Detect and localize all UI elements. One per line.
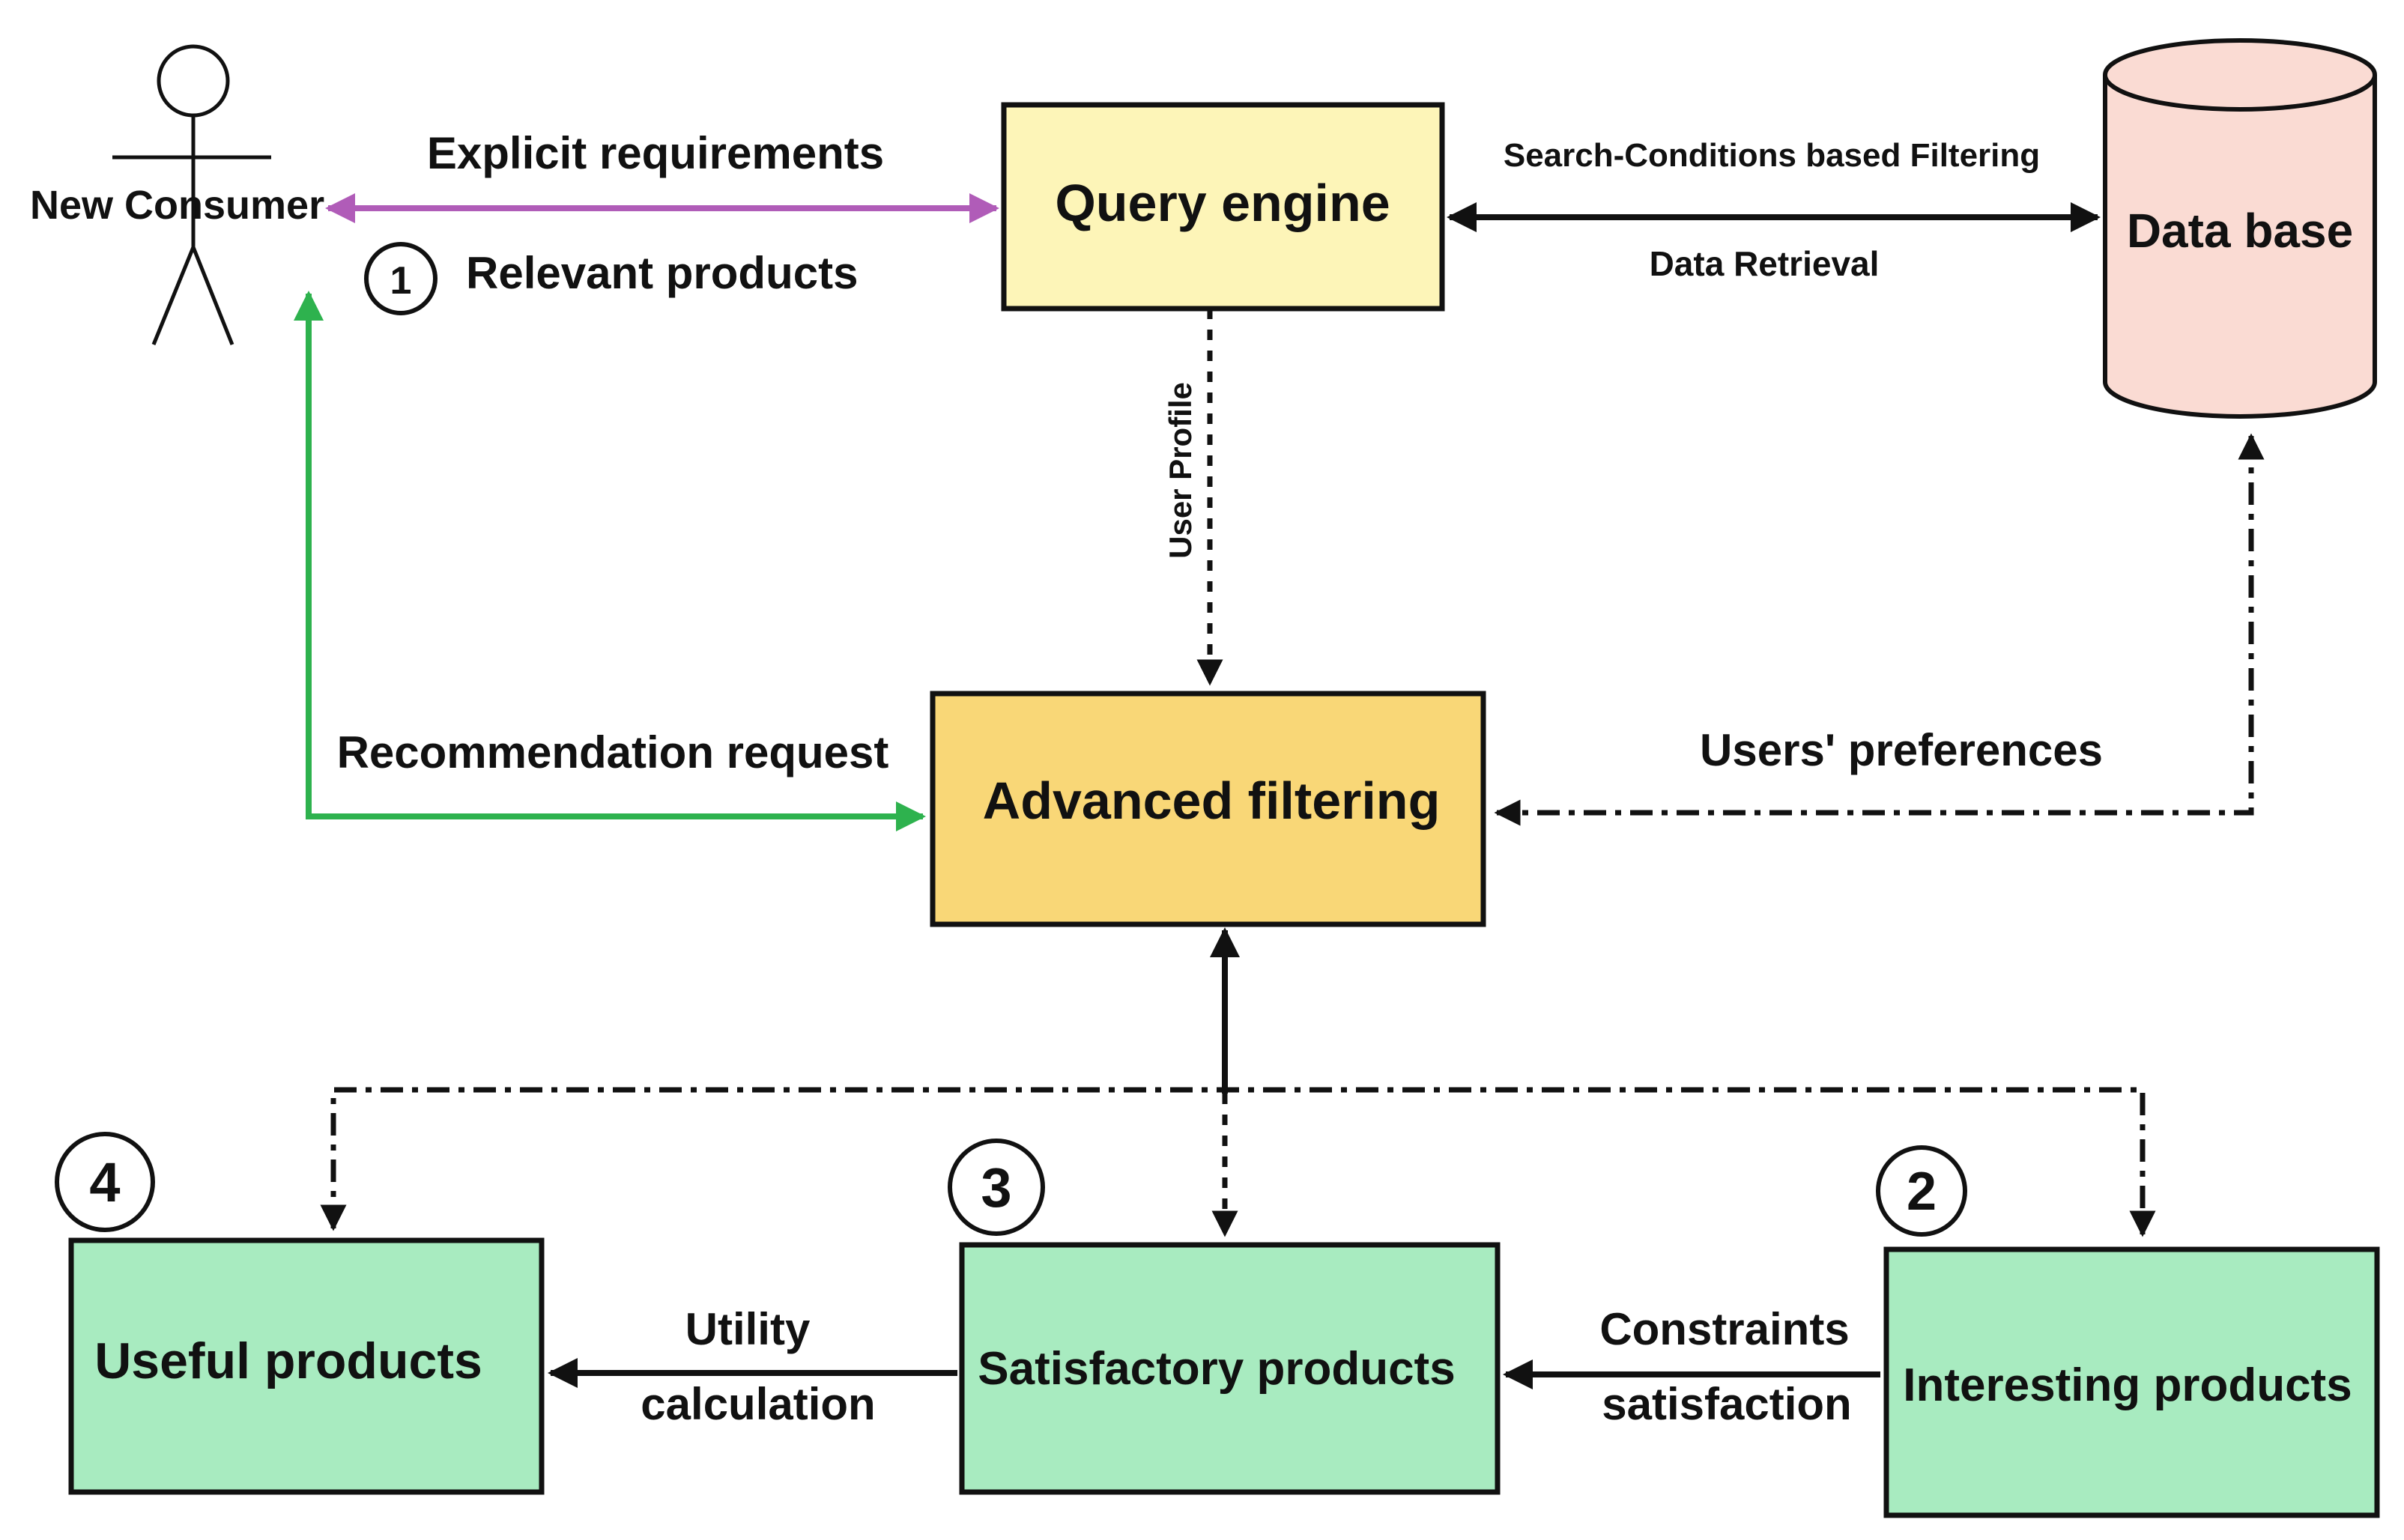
utility-label-line2: calculation xyxy=(641,1379,875,1429)
interesting-products-node: Interesting products xyxy=(1883,1246,2380,1518)
step-badge-1: 1 xyxy=(364,242,437,315)
satisfactory-products-label: Satisfactory products xyxy=(978,1343,1455,1395)
users-preferences-label: Users' preferences xyxy=(1700,725,2103,775)
users-preferences-arrow xyxy=(1494,433,2265,826)
step-badge-2: 2 xyxy=(1876,1145,1967,1237)
database-cylinder-icon xyxy=(2103,38,2377,419)
query-engine-label: Query engine xyxy=(1055,174,1390,232)
satisfactory-products-node: Satisfactory products xyxy=(959,1242,1501,1495)
step-4-number: 4 xyxy=(89,1151,120,1213)
consumer-label: New Consumer xyxy=(30,183,324,228)
utility-label-line1: Utility xyxy=(685,1304,811,1354)
advanced-filtering-node: Advanced filtering xyxy=(930,691,1486,927)
step-2-number: 2 xyxy=(1907,1162,1937,1222)
useful-products-label: Useful products xyxy=(94,1333,482,1389)
advanced-filtering-label: Advanced filtering xyxy=(983,771,1441,830)
stick-figure-icon xyxy=(112,44,271,345)
query-engine-box xyxy=(1001,102,1445,312)
useful-products-node: Useful products xyxy=(68,1237,545,1495)
advanced-filtering-box xyxy=(930,691,1486,927)
useful-products-box xyxy=(68,1237,545,1495)
interesting-products-box xyxy=(1883,1246,2380,1518)
consumer-actor: New Consumer xyxy=(30,44,324,345)
explicit-requirements-label: Explicit requirements xyxy=(427,128,884,178)
distribution-bus xyxy=(320,1087,2156,1237)
search-conditions-label: Search-Conditions based Filtering xyxy=(1504,137,2040,174)
interesting-products-label: Interesting products xyxy=(1903,1359,2352,1411)
database-node: Data base xyxy=(2103,38,2377,419)
database-label: Data base xyxy=(2127,204,2353,258)
query-engine-node: Query engine xyxy=(1001,102,1445,312)
recommendation-request-label: Recommendation request xyxy=(337,727,889,777)
step-3-number: 3 xyxy=(981,1156,1011,1219)
constraints-label-line2: satisfaction xyxy=(1602,1379,1851,1429)
step-1-number: 1 xyxy=(390,259,412,303)
recommendation-request-arrow xyxy=(294,291,926,831)
step-badge-3: 3 xyxy=(948,1139,1045,1236)
satisfactory-products-box xyxy=(959,1242,1501,1495)
constraints-label-line1: Constraints xyxy=(1599,1304,1849,1354)
relevant-products-label: Relevant products xyxy=(466,248,858,298)
step-badge-4: 4 xyxy=(55,1132,155,1232)
user-profile-label: User Profile xyxy=(1163,382,1198,559)
data-retrieval-label: Data Retrieval xyxy=(1650,244,1880,283)
